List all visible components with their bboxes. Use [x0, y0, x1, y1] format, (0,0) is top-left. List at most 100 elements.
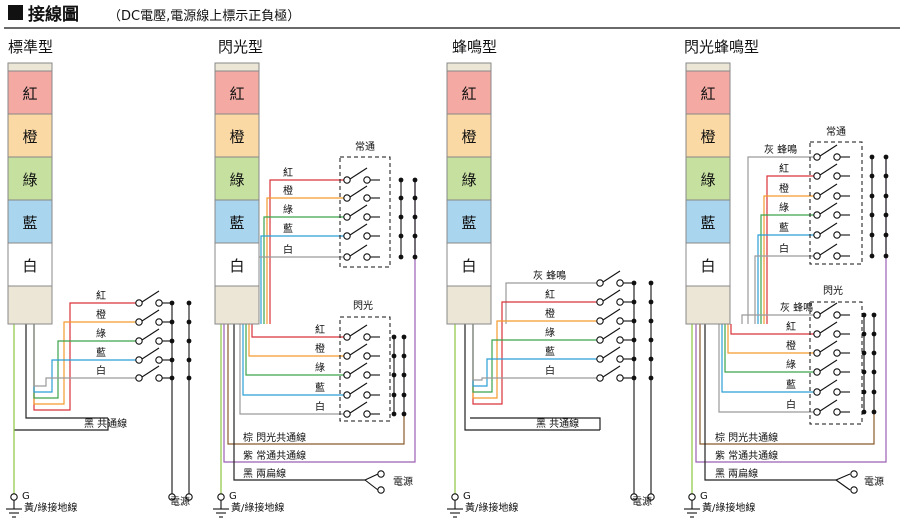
common-wire	[464, 324, 600, 431]
terminal	[217, 493, 225, 501]
terminal	[630, 493, 638, 501]
flash-wire-label: 紅	[315, 324, 325, 336]
tower-segment-label: 白	[461, 257, 476, 275]
tower-segment-label: 綠	[700, 171, 715, 189]
terminal	[688, 493, 696, 501]
relay-wire-label: 藍	[96, 346, 106, 359]
steady-common-wire	[223, 180, 416, 463]
terminal	[596, 279, 604, 287]
led-wire	[33, 324, 139, 387]
steady-wire-label: 綠	[779, 202, 789, 214]
ground-letter: G	[463, 491, 471, 502]
flash-wire-label: 紅	[786, 321, 796, 333]
tower-segment	[7, 156, 53, 201]
switch-blade	[819, 302, 838, 315]
tower-segment-label: 綠	[229, 171, 244, 189]
tower-segment-label: 橙	[461, 128, 476, 146]
switch-blade	[819, 243, 838, 256]
flash-led-wire	[239, 324, 347, 415]
terminal	[813, 192, 821, 200]
steady-led-wire	[763, 195, 817, 324]
terminal	[616, 355, 624, 363]
led-wire	[33, 324, 139, 393]
switch-blade	[819, 359, 838, 372]
tower-cap	[685, 62, 731, 72]
switch-blade	[141, 347, 160, 360]
terminal	[813, 172, 821, 180]
both-ends-wire	[233, 324, 365, 481]
tower-segment-label: 綠	[22, 171, 37, 189]
flash-led-wire	[245, 324, 347, 376]
flash-wire-label: 藍	[786, 378, 796, 391]
switch-blade	[602, 308, 621, 321]
terminal	[155, 356, 163, 364]
tower-segment	[214, 70, 260, 115]
relay-wire-label: 白	[545, 364, 555, 377]
common-wire	[470, 417, 601, 430]
terminal	[616, 374, 624, 382]
section-title-flash: 閃光型	[218, 38, 263, 56]
tower-segment-label: 綠	[461, 171, 476, 189]
common-wire	[14, 418, 109, 431]
terminal	[596, 336, 604, 344]
ground-letter: G	[229, 491, 237, 502]
power-lead	[364, 479, 379, 491]
buzzer-wire	[505, 282, 600, 324]
switch-blade	[349, 223, 368, 236]
flash-group-box	[339, 316, 391, 422]
terminal	[343, 371, 351, 379]
terminal	[833, 231, 841, 239]
steady-led-wire	[766, 175, 817, 324]
steady-common-label: 紫 常通共通線	[715, 449, 778, 462]
steady-led-wire	[269, 179, 347, 324]
tower-segment-label: 紅	[229, 85, 244, 103]
steady-wire-label: 橙	[283, 184, 293, 197]
terminal	[343, 194, 351, 202]
power-label: 電源	[632, 495, 652, 508]
flash-common-label: 棕 閃光共通線	[715, 431, 778, 444]
switch-blade	[349, 167, 368, 180]
terminal	[833, 388, 841, 396]
terminal	[813, 211, 821, 219]
common-label: 黑 共通線	[536, 417, 579, 430]
flash-group-box	[809, 301, 863, 425]
flash-led-wire	[730, 324, 817, 335]
tower-cap	[7, 62, 53, 72]
terminal	[135, 318, 143, 326]
terminal	[813, 388, 821, 396]
terminal	[363, 253, 371, 261]
tower-segment	[446, 70, 492, 115]
terminal	[833, 408, 841, 416]
power-label: 電源	[393, 475, 413, 488]
tower-segment-label: 紅	[700, 85, 715, 103]
terminal	[833, 349, 841, 357]
terminal	[813, 330, 821, 338]
relay-wire-label: 橙	[545, 307, 555, 320]
tower-segment	[685, 242, 731, 287]
switch-blade	[141, 328, 160, 341]
terminal	[135, 356, 143, 364]
terminal	[10, 493, 18, 501]
flash-common-wire	[699, 324, 875, 445]
power-label: 電源	[170, 495, 190, 508]
relay-wire-label: 紅	[545, 289, 555, 301]
both-ends-label: 黑 兩扁線	[243, 467, 286, 480]
steady-common-label: 紫 常通共通線	[243, 449, 306, 462]
tower-segment	[7, 113, 53, 158]
switch-blade	[819, 321, 838, 334]
terminal	[616, 336, 624, 344]
tower-segment	[685, 199, 731, 244]
terminal	[155, 337, 163, 345]
tower-segment	[446, 199, 492, 244]
power-lead	[364, 473, 379, 481]
switch-blade	[349, 343, 368, 356]
terminal	[813, 311, 821, 319]
switch-blade	[349, 401, 368, 414]
switch-blade	[819, 222, 838, 235]
switch-blade	[819, 163, 838, 176]
common-wire	[25, 324, 108, 419]
relay-wire-label: 綠	[545, 327, 555, 339]
tower-cap	[214, 62, 260, 72]
led-wire	[472, 324, 600, 393]
terminal	[363, 410, 371, 418]
